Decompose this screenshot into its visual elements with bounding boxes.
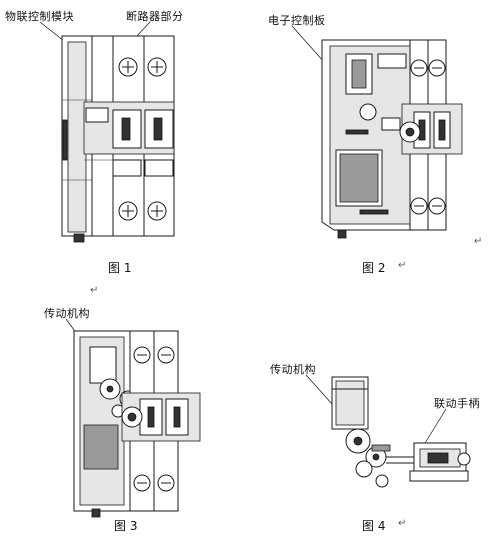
- figure-4-callout-linkage-handle: 联动手柄: [434, 397, 480, 410]
- figure-1: 物联控制模块 断路器部分 图 1: [0, 0, 250, 280]
- figure-2-drawing: [291, 25, 463, 239]
- figure-2-caption-return-mark: ↵: [398, 260, 407, 271]
- figure-1-callout-breaker-part: 断路器部分: [126, 10, 184, 23]
- figure-2-return-mark: ↵: [474, 236, 483, 247]
- figure-2-callout-control-board: 电子控制板: [268, 14, 326, 27]
- figure-4-drawing: [305, 374, 471, 488]
- figure-2: 电子控制板 ↵ 图 2 ↵: [250, 0, 500, 280]
- figure-2-caption: 图 2: [362, 261, 386, 275]
- figure-3-caption: 图 3: [114, 519, 138, 533]
- figure-3-return-mark: ↵: [90, 285, 99, 296]
- figure-4-caption-return-mark: ↵: [398, 518, 407, 529]
- figure-1-drawing: [39, 21, 175, 243]
- figure-3: ↵ 传动机构 图 3: [0, 285, 250, 542]
- figure-4: 传动机构 联动手柄 图 4 ↵: [250, 285, 500, 542]
- figure-4-caption: 图 4: [362, 519, 386, 533]
- figure-1-callout-iot-module: 物联控制模块: [5, 10, 74, 23]
- figure-4-callout-transmission: 传动机构: [270, 363, 316, 376]
- figure-1-caption: 图 1: [108, 261, 132, 275]
- figure-3-callout-transmission: 传动机构: [44, 307, 90, 320]
- figure-3-drawing: [65, 318, 201, 518]
